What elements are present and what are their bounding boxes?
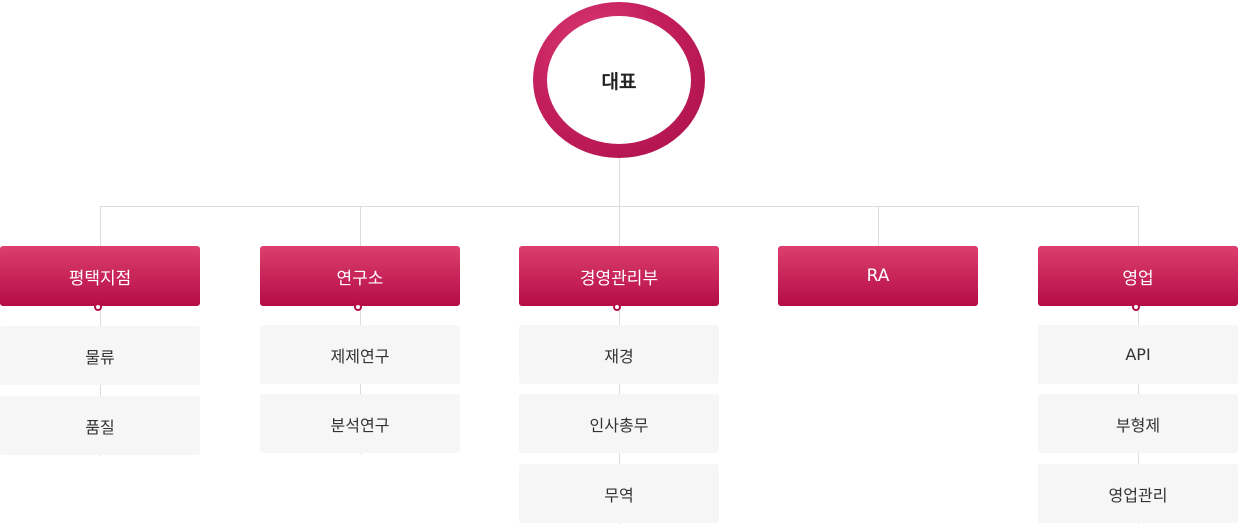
dept-connector xyxy=(878,206,879,246)
sub-label: 영업관리 xyxy=(1108,485,1168,505)
ceo-label: 대표 xyxy=(601,70,637,93)
connector-dot xyxy=(354,303,362,311)
sub-node: 부형제 xyxy=(1038,394,1238,453)
dept-label: RA xyxy=(866,266,890,286)
dept-label: 연구소 xyxy=(336,268,384,289)
sub-node: 물류 xyxy=(0,326,200,385)
dept-sales: 영업 xyxy=(1038,246,1238,311)
dept-research: 연구소 xyxy=(260,246,460,311)
dept-label: 경영관리부 xyxy=(579,268,659,289)
sub-node: 인사총무 xyxy=(519,394,719,453)
dept-pyeongtaek: 평택지점 xyxy=(0,246,200,311)
dept-label: 영업 xyxy=(1122,268,1154,289)
connector-dot xyxy=(94,303,102,311)
dept-connector xyxy=(619,206,620,246)
sub-label: 물류 xyxy=(85,347,115,367)
dept-management: 경영관리부 xyxy=(519,246,719,311)
sub-label: 재경 xyxy=(604,346,634,366)
sub-label: 품질 xyxy=(85,417,115,437)
sub-label: 제제연구 xyxy=(330,346,390,366)
sub-label: 무역 xyxy=(604,485,634,505)
dept-label: 평택지점 xyxy=(68,268,132,289)
dept-connector xyxy=(100,206,101,246)
sub-node: 영업관리 xyxy=(1038,464,1238,523)
connector-dot xyxy=(1132,303,1140,311)
dept-connector xyxy=(360,206,361,246)
dept-ra: RA xyxy=(778,246,978,306)
sub-label: 부형제 xyxy=(1115,415,1161,435)
sub-node: 제제연구 xyxy=(260,325,460,384)
connector-dot xyxy=(613,303,621,311)
dept-connector xyxy=(1138,206,1139,246)
ceo-node: 대표 xyxy=(533,2,705,158)
sub-node: 분석연구 xyxy=(260,394,460,453)
sub-node: API xyxy=(1038,325,1238,384)
sub-label: 분석연구 xyxy=(330,415,390,435)
sub-label: 인사총무 xyxy=(589,415,649,435)
sub-node: 품질 xyxy=(0,396,200,455)
sub-label: API xyxy=(1125,345,1151,364)
ceo-inner: 대표 xyxy=(547,16,691,144)
sub-node: 무역 xyxy=(519,464,719,523)
ceo-connector xyxy=(619,158,620,206)
sub-node: 재경 xyxy=(519,325,719,384)
